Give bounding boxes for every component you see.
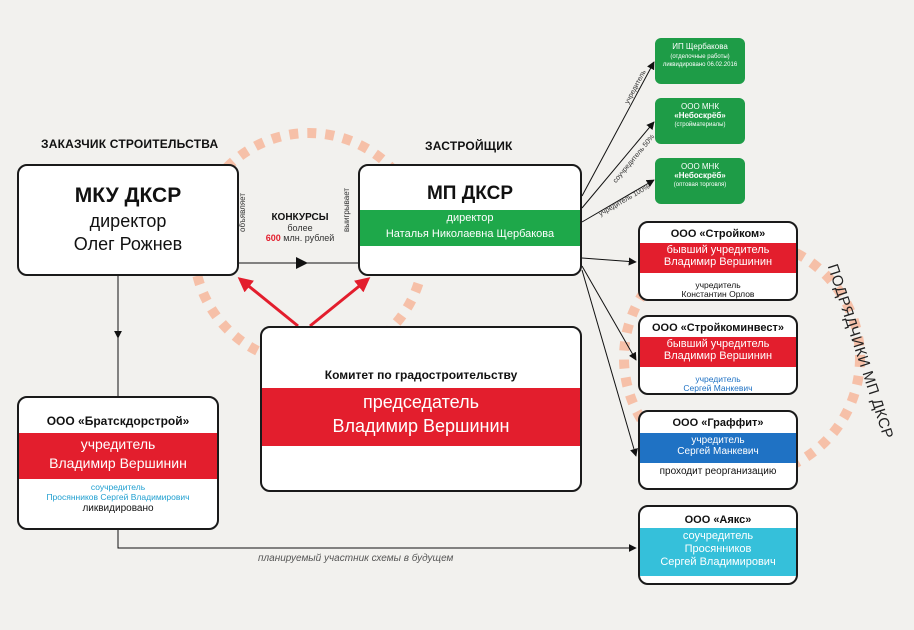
mp-to-founder-2 <box>581 121 655 209</box>
committee-name: Комитет по градостроительству <box>324 368 518 382</box>
committee-arrow-right <box>309 277 371 328</box>
bratsk-name: ООО «Братскдорстрой» <box>46 414 190 428</box>
founder-1-note2: ликвидировано 06.02.2016 <box>662 62 738 68</box>
mp-to-contractor-2 <box>581 265 637 361</box>
mku-name: МКУ ДКСР <box>74 184 182 207</box>
committee-role: председатель <box>363 392 479 412</box>
stroykom-box: ООО «Стройком» бывший учредитель Владими… <box>638 221 798 301</box>
graffit-status: проходит реорганизацию <box>659 466 777 477</box>
founder-3-note1: (оптовая торговля) <box>673 182 727 188</box>
founder-2-name2: «Небоскрёб» <box>674 111 726 120</box>
stroykom-role: бывший учредитель <box>666 244 770 256</box>
mp-director-band: директор Наталья Николаевна Щербакова <box>360 210 580 246</box>
committee-box: Комитет по градостроительству председате… <box>260 326 582 492</box>
mp-to-contractor-3 <box>581 269 638 457</box>
committee-arrow-left <box>237 277 299 328</box>
bratskdorstroy-box: ООО «Братскдорстрой» учредитель Владимир… <box>17 396 219 530</box>
stroykom-sub-person: Константин Орлов <box>681 289 755 299</box>
mp-to-founder-1 <box>581 61 655 197</box>
developer-heading: ЗАСТРОЙЩИК <box>425 139 513 153</box>
ajax-person-2: Сергей Владимирович <box>660 556 776 568</box>
mp-name: МП ДКСР <box>426 183 514 204</box>
mp-person: Наталья Николаевна Щербакова <box>385 228 555 240</box>
mp-role: директор <box>446 212 494 224</box>
founder-2-note1: (стройматериалы) <box>674 122 726 128</box>
mp-dksr-box: МП ДКСР директор Наталья Николаевна Щерб… <box>358 164 582 276</box>
contests-block: КОНКУРСЫ более 600 млн. рублей <box>255 212 345 243</box>
contests-amount: 600 <box>265 233 281 243</box>
bratsk-person: Владимир Вершинин <box>49 455 187 471</box>
stroykominvest-band: бывший учредитель Владимир Вершинин <box>640 337 796 367</box>
committee-chair-band: председатель Владимир Вершинин <box>262 388 580 446</box>
stroykom-sub-role: учредитель <box>695 280 741 290</box>
stroykominvest-sub-role: учредитель <box>695 374 741 384</box>
bratsk-co-person: Просянников Сергей Владимирович <box>46 492 190 502</box>
future-participant-line <box>117 530 637 552</box>
ajax-role: соучредитель <box>682 530 754 542</box>
customer-heading: ЗАКАЗЧИК СТРОИТЕЛЬСТВА <box>41 137 219 151</box>
stroykom-name: ООО «Стройком» <box>670 228 766 240</box>
founder-1-name: ИП Щербакова <box>672 42 728 51</box>
ajax-name: ООО «Аякс» <box>684 514 752 526</box>
stroykom-person: Владимир Вершинин <box>663 256 773 268</box>
ajax-band: соучредитель Просянников Сергей Владимир… <box>640 528 796 576</box>
contest-arrowhead <box>296 257 308 269</box>
bratsk-founder-band: учредитель Владимир Вершинин <box>19 433 217 479</box>
stroykominvest-box: ООО «Стройкоминвест» бывший учредитель В… <box>638 315 798 395</box>
stroykominvest-person: Владимир Вершинин <box>663 350 773 362</box>
bratsk-status: ликвидировано <box>82 503 154 514</box>
bratsk-role: учредитель <box>80 436 156 452</box>
founder-box-1: ИП Щербакова (отделочные работы) ликвиди… <box>655 38 745 84</box>
mku-role: директор <box>89 211 167 231</box>
future-participant-label: планируемый участник схемы в будущем <box>258 553 454 564</box>
mp-to-founder-3 <box>581 179 655 223</box>
graffit-person: Сергей Манкевич <box>677 446 759 457</box>
founder-2-name: ООО МНК <box>681 102 719 111</box>
graffit-box: ООО «Граффит» учредитель Сергей Манкевич… <box>638 410 798 490</box>
graffit-role: учредитель <box>691 435 745 446</box>
graffit-name: ООО «Граффит» <box>672 417 764 429</box>
committee-person: Владимир Вершинин <box>332 416 510 436</box>
founder-3-name2: «Небоскрёб» <box>674 171 726 180</box>
contests-more: более <box>287 223 313 233</box>
founder-box-3: ООО МНК «Небоскрёб» (оптовая торговля) <box>655 158 745 204</box>
founder-3-name: ООО МНК <box>681 162 719 171</box>
founder-box-2: ООО МНК «Небоскрёб» (стройматериалы) <box>655 98 745 144</box>
graffit-band: учредитель Сергей Манкевич <box>640 433 796 463</box>
contests-unit: млн. рублей <box>283 233 335 243</box>
announces-label: объявляет <box>238 192 247 232</box>
mku-dksr-box: МКУ ДКСР директор Олег Рожнев <box>17 164 239 276</box>
stroykominvest-name: ООО «Стройкоминвест» <box>651 322 785 334</box>
ajax-person: Просянников <box>684 543 752 555</box>
mp-to-contractor-1 <box>581 257 637 266</box>
contests-title: КОНКУРСЫ <box>271 212 329 223</box>
stroykominvest-sub-person: Сергей Манкевич <box>683 383 753 393</box>
stroykom-band: бывший учредитель Владимир Вершинин <box>640 243 796 273</box>
ajax-box: ООО «Аякс» соучредитель Просянников Серг… <box>638 505 798 585</box>
bratsk-co-role: соучредитель <box>90 482 146 492</box>
mku-person: Олег Рожнев <box>73 234 183 254</box>
stroykominvest-role: бывший учредитель <box>666 338 770 350</box>
founder-1-note1: (отделочные работы) <box>670 54 730 60</box>
